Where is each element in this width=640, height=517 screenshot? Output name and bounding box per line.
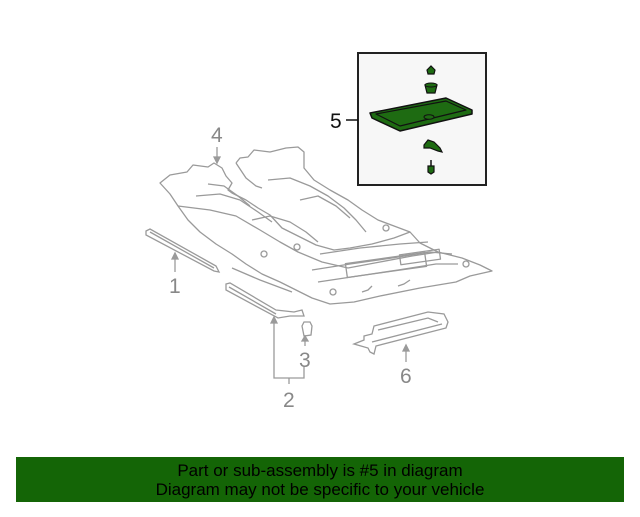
banner-line-2: Diagram may not be specific to your vehi… — [155, 480, 485, 499]
floor-pan-drawing — [159, 146, 493, 305]
callout-label-2: 2 — [283, 389, 295, 412]
part-4-arrow — [212, 147, 222, 165]
callout-label-3: 3 — [299, 349, 311, 372]
part-2-drawing — [225, 282, 305, 384]
banner-line-1: Part or sub-assembly is #5 in diagram — [177, 461, 463, 480]
part-1-drawing — [145, 228, 221, 273]
callout-label-1: 1 — [169, 275, 181, 298]
callout-label-4: 4 — [211, 124, 223, 147]
info-banner: Part or sub-assembly is #5 in diagram Di… — [16, 457, 624, 502]
callout-label-6: 6 — [400, 365, 412, 388]
callout-label-5: 5 — [330, 110, 342, 133]
part-3-drawing — [300, 321, 313, 346]
highlight-callout-box — [346, 52, 487, 186]
part-6-drawing — [351, 311, 449, 362]
